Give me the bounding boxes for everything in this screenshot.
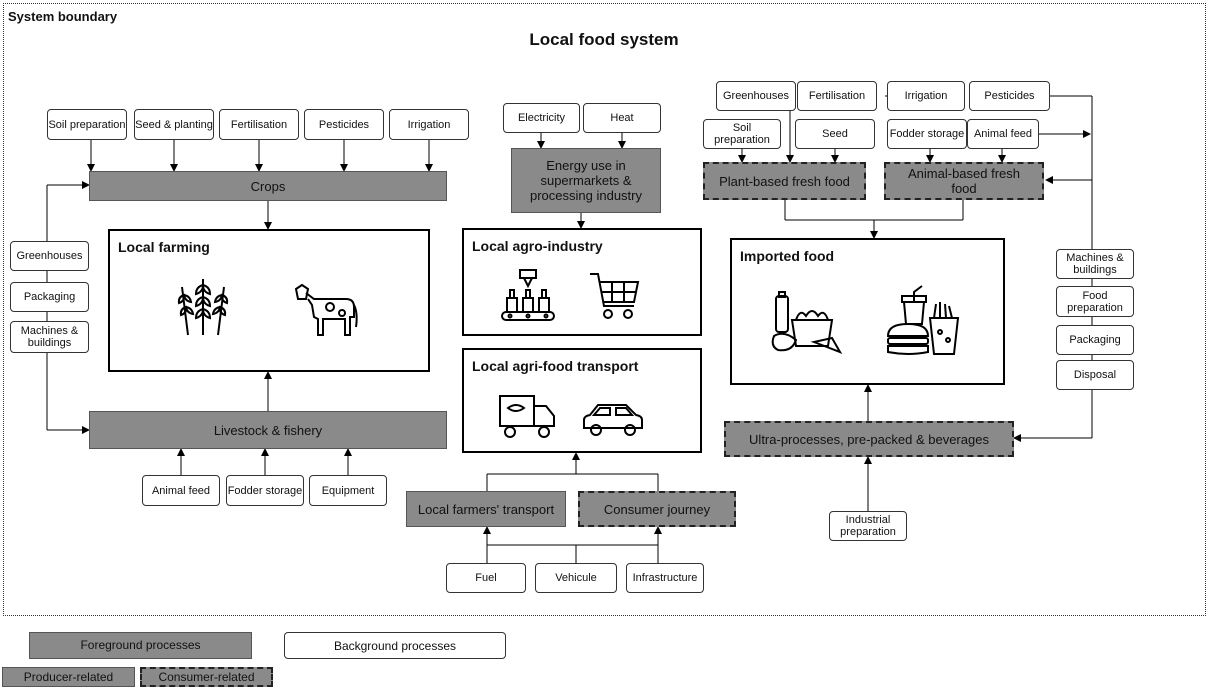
input-infrastructure: Infrastructure: [626, 563, 704, 593]
animal-based-fresh-food-process: Animal-based fresh food: [884, 162, 1044, 200]
imported-food-box: Imported food: [730, 238, 1005, 385]
shopping-cart-icon: [590, 273, 640, 319]
crop-input-seed-planting: Seed & planting: [134, 109, 214, 140]
imported-input-soil-preparation: Soil preparation: [703, 119, 781, 149]
industrial-preparation: Industrial preparation: [829, 511, 907, 541]
energy-use-process: Energy use in supermarkets & processing …: [511, 148, 661, 213]
side-input-packaging: Packaging: [10, 282, 89, 312]
imported-input-irrigation: Irrigation: [887, 81, 965, 111]
plant-based-fresh-food-process: Plant-based fresh food: [703, 162, 866, 200]
crop-input-irrigation: Irrigation: [389, 109, 469, 140]
legend-consumer: Consumer-related: [140, 667, 273, 687]
livestock-input-fodder-storage: Fodder storage: [226, 475, 304, 506]
local-agri-food-transport-box: Local agri-food transport: [462, 348, 702, 453]
local-agro-industry-title: Local agro-industry: [472, 238, 603, 254]
system-boundary: [3, 3, 1206, 616]
input-fuel: Fuel: [446, 563, 526, 593]
legend-foreground: Foreground processes: [29, 632, 252, 659]
livestock-input-equipment: Equipment: [309, 475, 387, 506]
crop-input-fertilisation: Fertilisation: [219, 109, 299, 140]
side-input-machines-buildings: Machines & buildings: [10, 321, 89, 353]
input-vehicule: Vehicule: [535, 563, 617, 593]
imported-side-packaging: Packaging: [1056, 325, 1134, 355]
car-icon: [583, 404, 643, 436]
local-farming-title: Local farming: [118, 239, 210, 255]
diagram-title: Local food system: [529, 30, 679, 49]
groceries-icon: [771, 291, 843, 354]
truck-icon: [499, 395, 555, 438]
crop-input-pesticides: Pesticides: [304, 109, 384, 140]
legend-producer: Producer-related: [2, 667, 135, 687]
input-heat: Heat: [583, 103, 661, 133]
imported-input-animal-feed: Animal feed: [967, 119, 1039, 149]
ultra-processed-process: Ultra-processes, pre-packed & beverages: [724, 421, 1014, 457]
imported-side-food-preparation: Food preparation: [1056, 286, 1134, 317]
imported-input-seed: Seed: [795, 119, 875, 149]
local-agro-industry-box: Local agro-industry: [462, 228, 702, 336]
legend-background: Background processes: [284, 632, 506, 659]
imported-input-greenhouses: Greenhouses: [716, 81, 796, 111]
local-farmers-transport-process: Local farmers' transport: [406, 491, 566, 527]
system-boundary-label: System boundary: [8, 9, 118, 24]
imported-food-title: Imported food: [740, 248, 835, 264]
factory-conveyor-icon: [501, 269, 555, 321]
livestock-input-animal-feed: Animal feed: [142, 475, 220, 506]
local-farming-box: Local farming: [108, 229, 430, 372]
imported-input-pesticides: Pesticides: [969, 81, 1050, 111]
imported-input-fertilisation: Fertilisation: [797, 81, 877, 111]
wheat-icon: [177, 279, 229, 336]
imported-side-machines-buildings: Machines & buildings: [1056, 249, 1134, 279]
cow-icon: [294, 283, 358, 336]
crops-process: Crops: [89, 171, 447, 201]
local-agri-food-transport-title: Local agri-food transport: [472, 358, 639, 374]
side-input-greenhouses: Greenhouses: [10, 241, 89, 271]
fast-food-icon: [886, 285, 960, 355]
imported-side-disposal: Disposal: [1056, 360, 1134, 390]
crop-input-soil-preparation: Soil preparation: [47, 109, 127, 140]
imported-input-fodder-storage: Fodder storage: [887, 119, 967, 149]
input-electricity: Electricity: [503, 103, 580, 133]
livestock-process: Livestock & fishery: [89, 411, 447, 449]
consumer-journey-process: Consumer journey: [578, 491, 736, 527]
